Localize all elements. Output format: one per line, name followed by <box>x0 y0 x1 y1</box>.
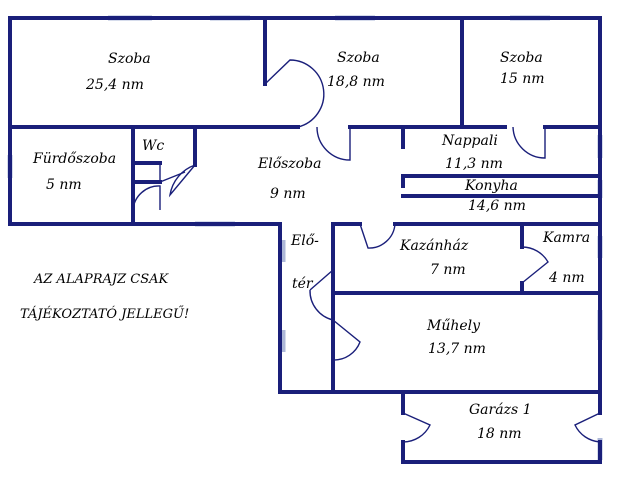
room-kamra-name: Kamra <box>542 230 590 246</box>
room-szoba-1-area: 25,4 nm <box>85 77 144 93</box>
room-wc-name: Wc <box>142 138 164 154</box>
room-eloszoba-name: Előszoba <box>257 156 321 172</box>
disclaimer-line-1: AZ ALAPRAJZ CSAK <box>33 272 170 287</box>
room-eloszoba-area: 9 nm <box>270 186 306 202</box>
room-nappali-area: 11,3 nm <box>445 156 503 172</box>
room-konyha-name: Konyha <box>464 178 518 194</box>
room-szoba-3-area: 15 nm <box>500 71 545 87</box>
room-szoba-1-name: Szoba <box>108 51 151 67</box>
doors <box>132 59 601 443</box>
room-kazanhaz-area: 7 nm <box>430 262 466 278</box>
room-nappali-name: Nappali <box>441 133 498 149</box>
room-muhely-area: 13,7 nm <box>428 341 486 357</box>
room-garazs-name: Garázs 1 <box>469 402 532 418</box>
room-muhely-name: Műhely <box>426 318 481 334</box>
room-eloter-name-line2: tér <box>292 276 314 292</box>
room-kamra-area: 4 nm <box>548 270 585 286</box>
room-furdoszoba-area: 5 nm <box>46 177 82 193</box>
walls <box>8 16 602 464</box>
room-konyha-area: 14,6 nm <box>468 198 526 214</box>
disclaimer-line-2: TÁJÉKOZTATÓ JELLEGŰ! <box>20 305 189 322</box>
room-szoba-2-name: Szoba <box>337 50 380 66</box>
room-kazanhaz-name: Kazánház <box>399 238 469 254</box>
room-szoba-3-name: Szoba <box>500 50 543 66</box>
room-szoba-2-area: 18,8 nm <box>327 74 385 90</box>
room-furdoszoba-name: Fürdőszoba <box>32 151 116 167</box>
room-garazs-area: 18 nm <box>477 426 522 442</box>
room-eloter-name-line1: Elő- <box>290 233 319 249</box>
